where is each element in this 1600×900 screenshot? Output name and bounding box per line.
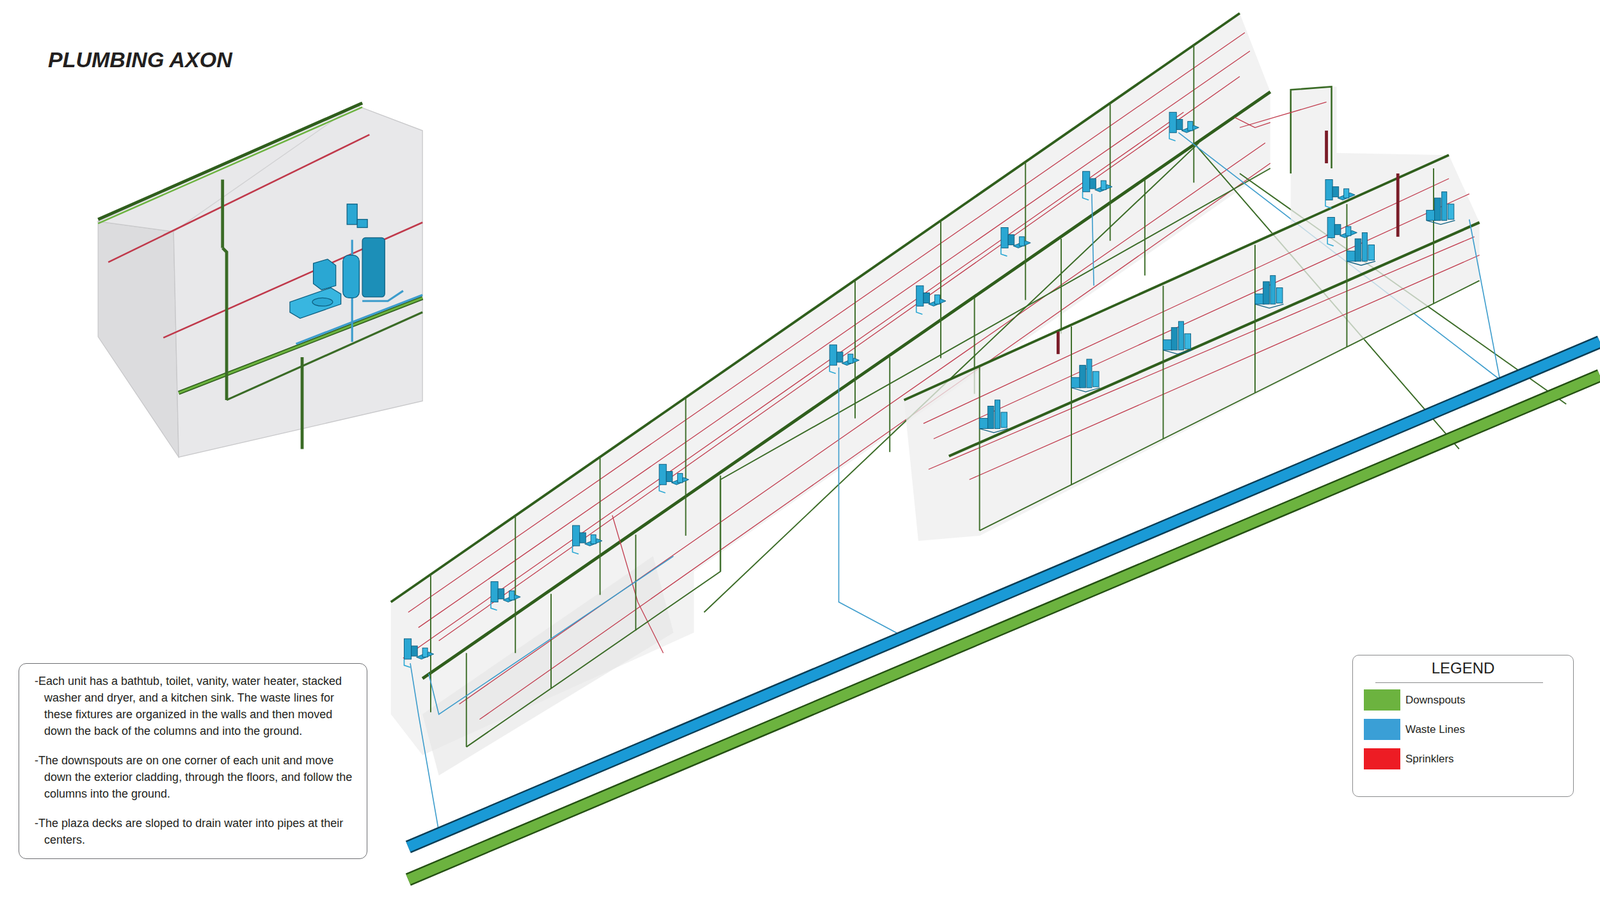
legend-text: Waste Lines — [1405, 722, 1465, 737]
note-text: -The downspouts are on one corner of eac… — [44, 752, 358, 802]
notes-box: -Each unit has a bathtub, toilet, vanity… — [18, 663, 368, 859]
legend-swatch — [1363, 748, 1401, 770]
legend-swatch — [1363, 718, 1401, 740]
note-text: -Each unit has a bathtub, toilet, vanity… — [44, 672, 358, 740]
legend-text: Downspouts — [1405, 693, 1466, 708]
legend-rule — [1375, 682, 1544, 683]
legend-text: Sprinklers — [1405, 752, 1455, 767]
legend-swatch — [1363, 689, 1401, 711]
legend-panel: LEGEND DownspoutsWaste LinesSprinklers — [1352, 654, 1574, 797]
note-text: -The plaza decks are sloped to drain wat… — [44, 814, 358, 848]
title: PLUMBING AXON — [48, 47, 233, 73]
legend-heading: LEGEND — [1352, 659, 1574, 678]
